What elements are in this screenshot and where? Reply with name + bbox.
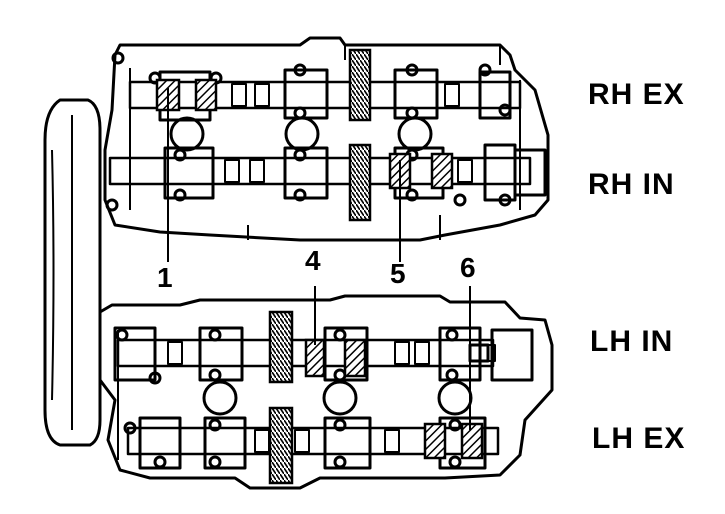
timing-belt-cover bbox=[43, 98, 102, 447]
callout-1: 1 bbox=[157, 262, 173, 293]
label-rh-ex: RH EX bbox=[588, 78, 685, 111]
label-lh-ex: LH EX bbox=[592, 422, 686, 455]
rh-cylinder-head bbox=[103, 36, 550, 242]
label-lh-in: LH IN bbox=[590, 325, 674, 358]
lh-cam-gear bbox=[268, 310, 294, 485]
label-rh-in: RH IN bbox=[588, 168, 675, 201]
callout-leaders bbox=[167, 88, 471, 430]
callout-4: 4 bbox=[305, 245, 321, 276]
marked-lobes bbox=[155, 78, 484, 460]
rh-cam-gear bbox=[348, 48, 372, 222]
lh-cylinder-head bbox=[98, 294, 554, 490]
callout-6: 6 bbox=[460, 252, 476, 283]
callout-5: 5 bbox=[390, 258, 406, 289]
